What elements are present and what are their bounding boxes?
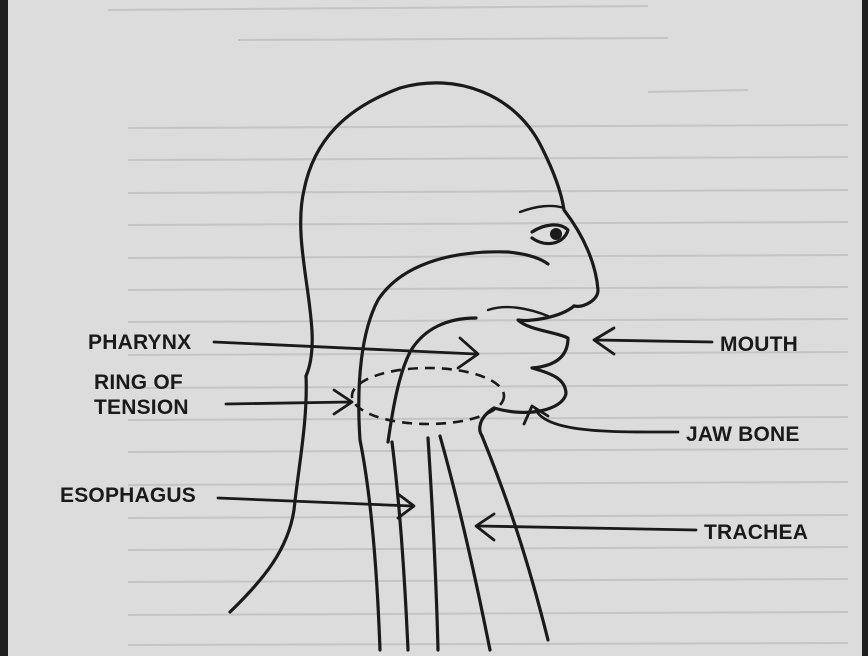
diagram-page: PHARYNX RING OF TENSION ESOPHAGUS MOUTH …: [8, 0, 862, 656]
head-neck-diagram: [8, 0, 862, 656]
pharynx-wall: [388, 318, 476, 442]
lip-line: [488, 307, 548, 316]
mouth-label: MOUTH: [720, 333, 798, 356]
esophagus-arrow: [218, 494, 414, 518]
trachea-label: TRACHEA: [704, 521, 808, 544]
eye-pupil: [550, 228, 562, 240]
pharynx-label: PHARYNX: [88, 331, 191, 354]
mouth-arrow: [594, 328, 712, 354]
eye-outline: [532, 225, 568, 244]
neck-back-outline: [230, 376, 306, 612]
ring-of-tension-label-line1: RING OF: [94, 371, 183, 394]
trachea-tube-left: [428, 438, 438, 650]
jaw-bone-label: JAW BONE: [686, 423, 800, 446]
trachea-tube-right: [440, 436, 490, 650]
trachea-arrow: [476, 514, 696, 540]
pharynx-arrow: [214, 338, 478, 368]
esophagus-tube-right: [392, 442, 408, 650]
esophagus-tube-left: [360, 440, 380, 650]
ring-of-tension-arrow: [226, 390, 352, 414]
ring-of-tension-label-line2: TENSION: [94, 396, 189, 419]
eyebrow: [520, 206, 564, 212]
ring-of-tension-ellipse: [352, 368, 504, 424]
esophagus-label: ESOPHAGUS: [60, 484, 196, 507]
mouth-outline: [494, 306, 574, 412]
